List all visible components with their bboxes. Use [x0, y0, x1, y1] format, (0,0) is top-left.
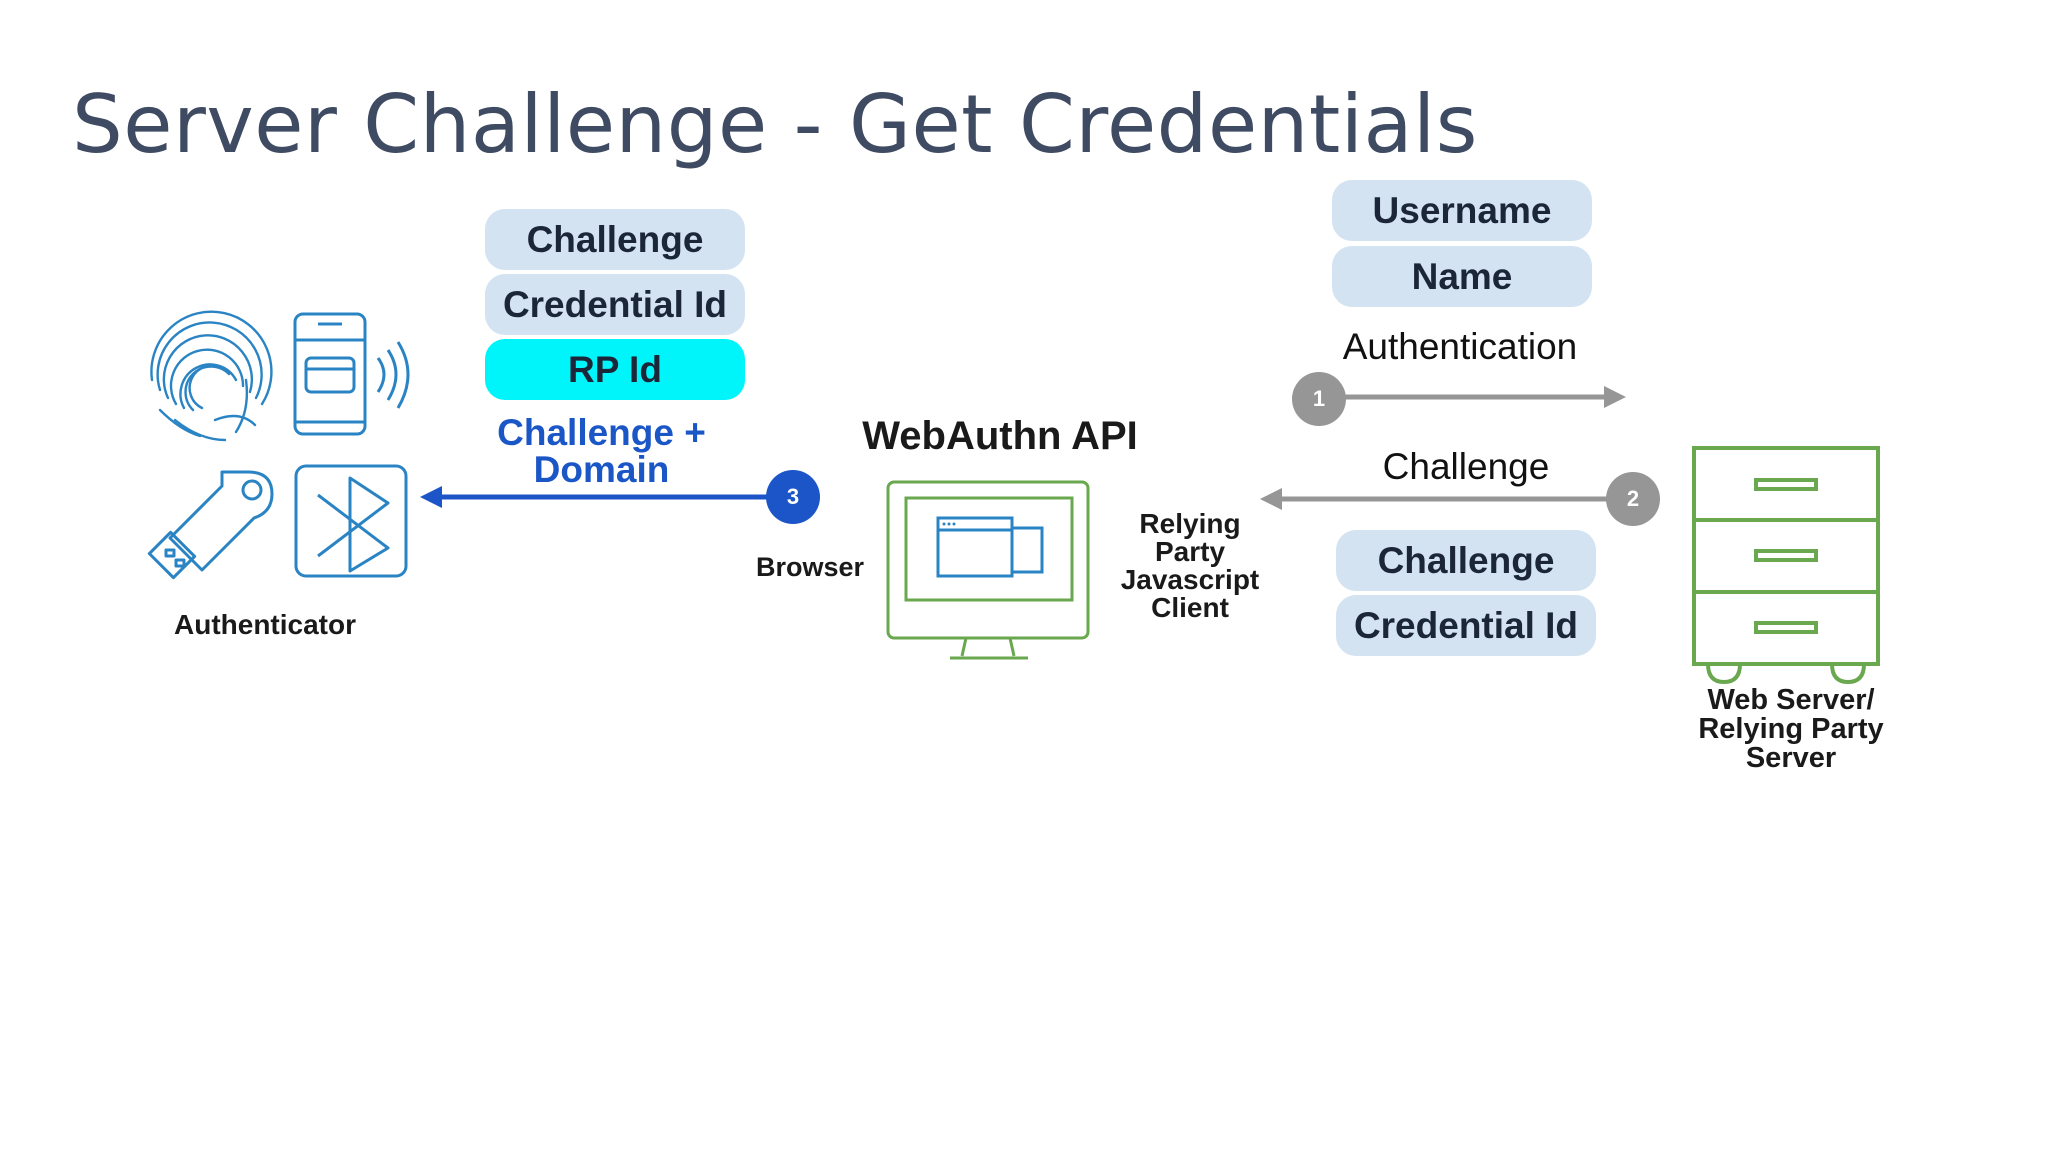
- authentication-label: Authentication: [1342, 326, 1578, 367]
- rp-client-line3: Javascript: [1120, 564, 1260, 595]
- payload-credential-id-pill: Credential Id: [485, 274, 745, 335]
- rp-client-line1: Relying: [1139, 508, 1241, 539]
- arrow-label-challenge-domain: Challenge + Domain: [464, 414, 739, 488]
- authenticator-label: Authenticator: [174, 609, 356, 640]
- step-1-badge: 1: [1292, 372, 1346, 426]
- browser-label: Browser: [755, 552, 865, 582]
- rp-client-label: Relying Party Javascript Client: [1110, 510, 1270, 622]
- arrow-authentication: [1320, 386, 1626, 408]
- webauthn-api-label: WebAuthn API: [862, 414, 1138, 458]
- response-credential-id-pill: Credential Id: [1336, 595, 1596, 656]
- server-label: Web Server/ Relying Party Server: [1676, 686, 1906, 773]
- arrow-label-line2: Domain: [533, 449, 670, 490]
- monitor-icon: [886, 480, 1090, 660]
- arrow-label-line1: Challenge +: [497, 412, 706, 453]
- usb-key-icon: [147, 470, 274, 580]
- payload-challenge-pill: Challenge: [485, 209, 745, 270]
- server-label-line2: Relying Party: [1698, 713, 1884, 745]
- page-title: Server Challenge - Get Credentials: [72, 78, 1478, 171]
- phone-wireless-icon: [293, 312, 410, 436]
- arrow-challenge: [1260, 488, 1620, 510]
- auth-username-pill: Username: [1332, 180, 1592, 241]
- step-2-badge: 2: [1606, 472, 1660, 526]
- payload-rp-id-pill: RP Id: [485, 339, 745, 400]
- rp-client-line2: Party: [1154, 536, 1226, 567]
- challenge-arrow-label: Challenge: [1382, 446, 1550, 487]
- fingerprint-icon: [150, 310, 273, 442]
- rp-client-line4: Client: [1151, 592, 1229, 623]
- server-icon: [1692, 446, 1880, 685]
- bluetooth-icon: [294, 464, 408, 578]
- response-challenge-pill: Challenge: [1336, 530, 1596, 591]
- auth-name-pill: Name: [1332, 246, 1592, 307]
- arrow-to-authenticator: [420, 486, 790, 508]
- server-label-line1: Web Server/: [1707, 684, 1875, 716]
- step-3-badge: 3: [766, 470, 820, 524]
- server-label-line3: Server: [1745, 742, 1837, 774]
